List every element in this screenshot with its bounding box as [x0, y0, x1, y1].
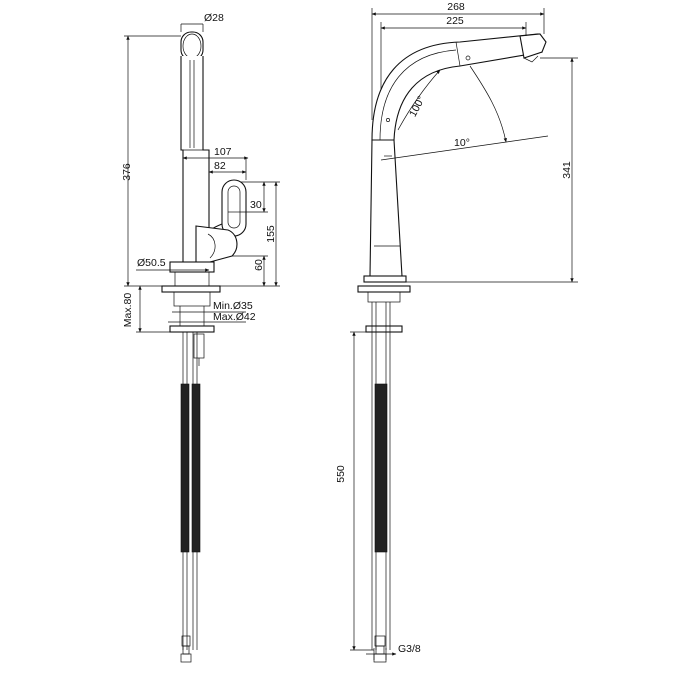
front-spout-cap	[180, 31, 204, 61]
front-label-lever-height: 30	[250, 199, 262, 211]
side-label-spout-height: 341	[561, 161, 573, 179]
front-label-base-height: 60	[253, 259, 265, 271]
front-fixing	[169, 291, 215, 366]
front-label-hole-max: Max.Ø42	[213, 311, 256, 323]
front-label-spout-diameter: Ø28	[204, 12, 224, 24]
front-label-base-diameter: Ø50.5	[137, 257, 166, 269]
front-label-deck-thickness: Max.80	[122, 293, 134, 328]
front-hoses	[180, 332, 201, 663]
front-dimensions	[124, 23, 280, 333]
front-label-total-height: 376	[121, 163, 133, 181]
front-hose-left-braid	[180, 383, 190, 553]
front-hose-right-braid	[191, 383, 201, 553]
front-label-hole-min: Min.Ø35	[213, 300, 253, 312]
front-mixer-body	[195, 225, 238, 263]
front-label-lever-offset: 82	[214, 160, 226, 172]
side-label-overall-reach: 268	[447, 1, 465, 13]
side-spout	[371, 33, 547, 141]
side-hoses	[371, 302, 391, 663]
front-base	[161, 261, 221, 293]
front-label-handle-height: 155	[265, 225, 277, 243]
front-view: Ø28 376 107 82 30 155 60 Ø50.5 Max.80 Mi…	[121, 12, 280, 663]
side-label-pull-angle: 100°	[407, 94, 428, 119]
side-view: 268 225 341 100° 10° 550 G3/8	[335, 1, 578, 663]
side-body	[357, 139, 411, 333]
side-label-connection: G3/8	[398, 643, 421, 655]
side-label-hose-length: 550	[335, 465, 347, 483]
side-label-tilt-angle: 10°	[454, 137, 470, 149]
side-hose-braid	[374, 383, 388, 553]
side-dimensions	[350, 8, 578, 660]
side-label-spout-reach: 225	[446, 15, 464, 27]
front-label-lever-reach: 107	[214, 146, 232, 158]
